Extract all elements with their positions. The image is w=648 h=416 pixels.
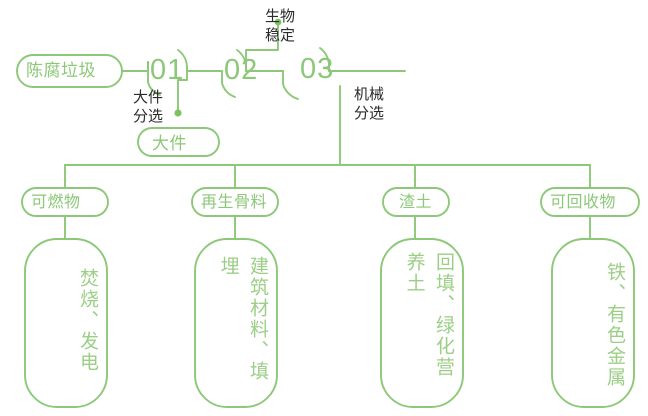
outcome-box-text-recycled-aggregate: 建筑材料、填埋 <box>217 256 268 382</box>
stage-03-process-line-1: 机械 <box>354 86 385 103</box>
outcome-box-4-shape <box>551 238 635 408</box>
source-node-label[interactable]: 陈腐垃圾 <box>26 61 96 80</box>
trunk-arc-01-upper <box>177 49 188 72</box>
outcome-box-text-combustible: 焚烧、发电 <box>77 268 98 373</box>
stage-number-01[interactable]: 01 <box>150 54 185 86</box>
outcome-box-3-shape <box>380 238 464 408</box>
stage-01-output-dot <box>174 109 182 117</box>
stage-02-process-line-2: 稳定 <box>265 26 296 44</box>
stage-01-drop-line <box>177 70 188 112</box>
stage-02-process-line-1: 生物 <box>265 8 296 25</box>
stage-01-process-line-2: 分选 <box>133 107 164 125</box>
outcome-box-text-recyclables: 铁、有色金属 <box>604 262 625 388</box>
category-pill-label-recyclables[interactable]: 可回收物 <box>550 194 617 211</box>
stage-03-process-label: 机械 分选 <box>354 86 400 124</box>
stage-02-top-feed <box>245 21 279 68</box>
category-pill-3-shape <box>382 187 450 217</box>
bulky-output-label[interactable]: 大件 <box>152 134 187 153</box>
bulky-output-pill-shape <box>137 127 220 157</box>
trunk-arc-02-lower <box>221 70 236 98</box>
category-pill-label-recycled-aggregate[interactable]: 再生骨料 <box>201 194 268 211</box>
outcome-box-2-shape <box>194 238 278 408</box>
trunk-arc-03-upper <box>319 47 330 72</box>
outcome-box-1-shape <box>24 238 108 408</box>
trunk-arc-01-lower <box>147 61 161 96</box>
trunk-arc-03-lower <box>282 70 299 100</box>
stage-number-03[interactable]: 03 <box>300 53 335 85</box>
category-pill-label-slag-soil[interactable]: 渣土 <box>399 194 433 211</box>
stage-03-process-line-2: 分选 <box>354 104 385 122</box>
category-pill-label-combustible[interactable]: 可燃物 <box>31 194 81 211</box>
stage-02-process-label: 生物 稳定 <box>265 8 311 46</box>
outcome-box-text-slag-soil: 回填、绿化营养土 <box>403 252 454 378</box>
stage-01-process-line-1: 大件 <box>133 89 164 106</box>
stage-02-feed-dot <box>274 18 282 26</box>
stage-01-process-label: 大件 分选 <box>133 89 179 127</box>
stage-number-02[interactable]: 02 <box>224 54 259 86</box>
trunk-segment-source-to-01 <box>121 61 149 72</box>
